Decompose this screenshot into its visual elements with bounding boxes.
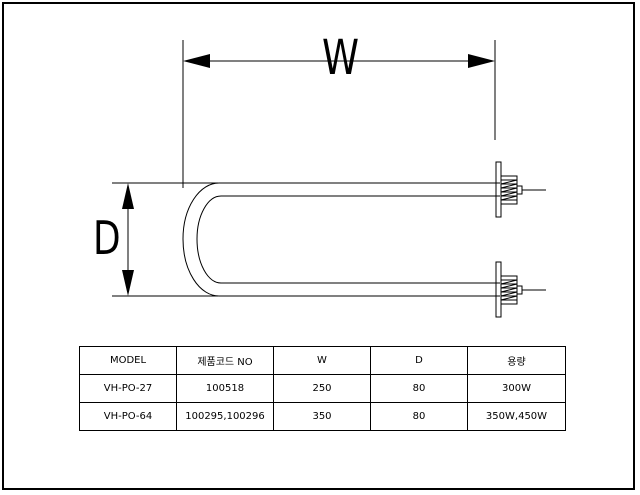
cell-product-code: 100518 <box>176 374 274 403</box>
u-tube-outer <box>182 182 500 297</box>
cell-d: 80 <box>370 374 468 403</box>
drawing-frame <box>2 2 635 490</box>
d-arrow-top <box>122 183 134 209</box>
cell-capacity: 300W <box>467 374 566 403</box>
header-product-code: 제품코드 NO <box>176 346 274 375</box>
upper-flange <box>495 161 502 218</box>
cell-w: 350 <box>273 402 371 431</box>
lower-nut <box>516 285 523 295</box>
lower-flange <box>495 261 502 318</box>
cell-d: 80 <box>370 402 468 431</box>
lower-thread-lines <box>500 279 518 301</box>
table-header-row: MODEL 제품코드 NO W D 용량 <box>79 346 566 375</box>
upper-nut <box>516 185 523 195</box>
cell-capacity: 350W,450W <box>467 402 566 431</box>
cell-product-code: 100295,100296 <box>176 402 274 431</box>
cell-model: VH-PO-64 <box>79 402 177 431</box>
header-d: D <box>370 346 468 375</box>
header-capacity: 용량 <box>467 346 566 375</box>
w-arrow-right <box>468 54 495 68</box>
spec-table: MODEL 제품코드 NO W D 용량 VH-PO-27 100518 250… <box>79 346 566 431</box>
depth-dimension-label: D <box>93 211 121 265</box>
cell-w: 250 <box>273 374 371 403</box>
cell-model: VH-PO-27 <box>79 374 177 403</box>
w-arrow-left <box>183 54 210 68</box>
header-model: MODEL <box>79 346 177 375</box>
table-row: VH-PO-27 100518 250 80 300W <box>79 374 566 403</box>
width-dimension-label: W <box>322 30 360 86</box>
d-arrow-bottom <box>122 270 134 296</box>
header-w: W <box>273 346 371 375</box>
table-row: VH-PO-64 100295,100296 350 80 350W,450W <box>79 402 566 431</box>
upper-thread-lines <box>500 179 518 201</box>
u-tube-inner <box>196 195 500 284</box>
